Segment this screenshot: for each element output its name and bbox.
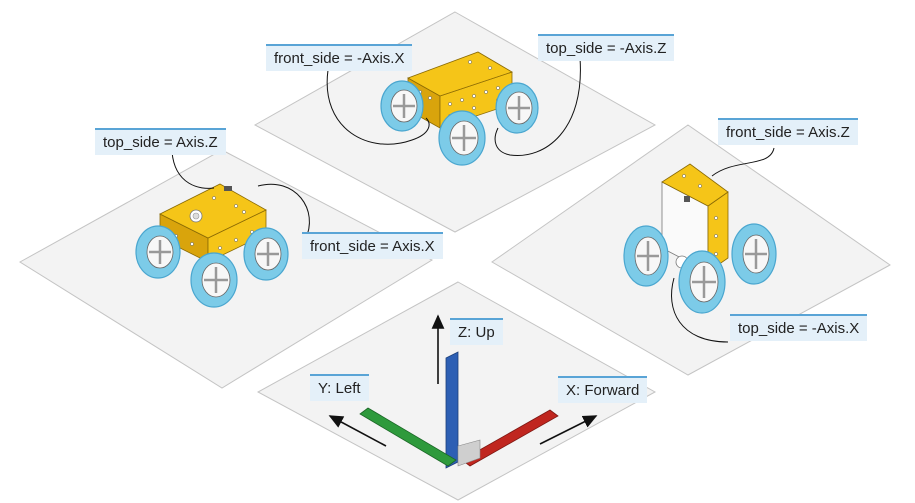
label-top-left-front: front_side = -Axis.X [266,44,413,71]
y-axis-beam [359,407,457,467]
label-axis-y: Y: Left [310,374,369,401]
leader-lines [171,57,775,343]
robot-on-side [623,163,777,314]
robot-upright [135,183,289,308]
label-axis-x: X: Forward [558,376,648,403]
label-left-front: front_side = Axis.X [302,232,443,259]
axis-frame [328,314,598,469]
x-axis-beam [461,409,559,467]
label-left-top: top_side = Axis.Z [95,128,226,155]
label-right-front: front_side = Axis.Z [718,118,858,145]
z-axis-beam [445,351,459,469]
label-right-top: top_side = -Axis.X [730,314,868,341]
x-axis-arrow [539,415,598,445]
y-axis-arrow [328,415,387,447]
robot-upside-down [380,51,539,166]
label-axis-z: Z: Up [450,318,503,345]
label-top-right-top: top_side = -Axis.Z [538,34,675,61]
